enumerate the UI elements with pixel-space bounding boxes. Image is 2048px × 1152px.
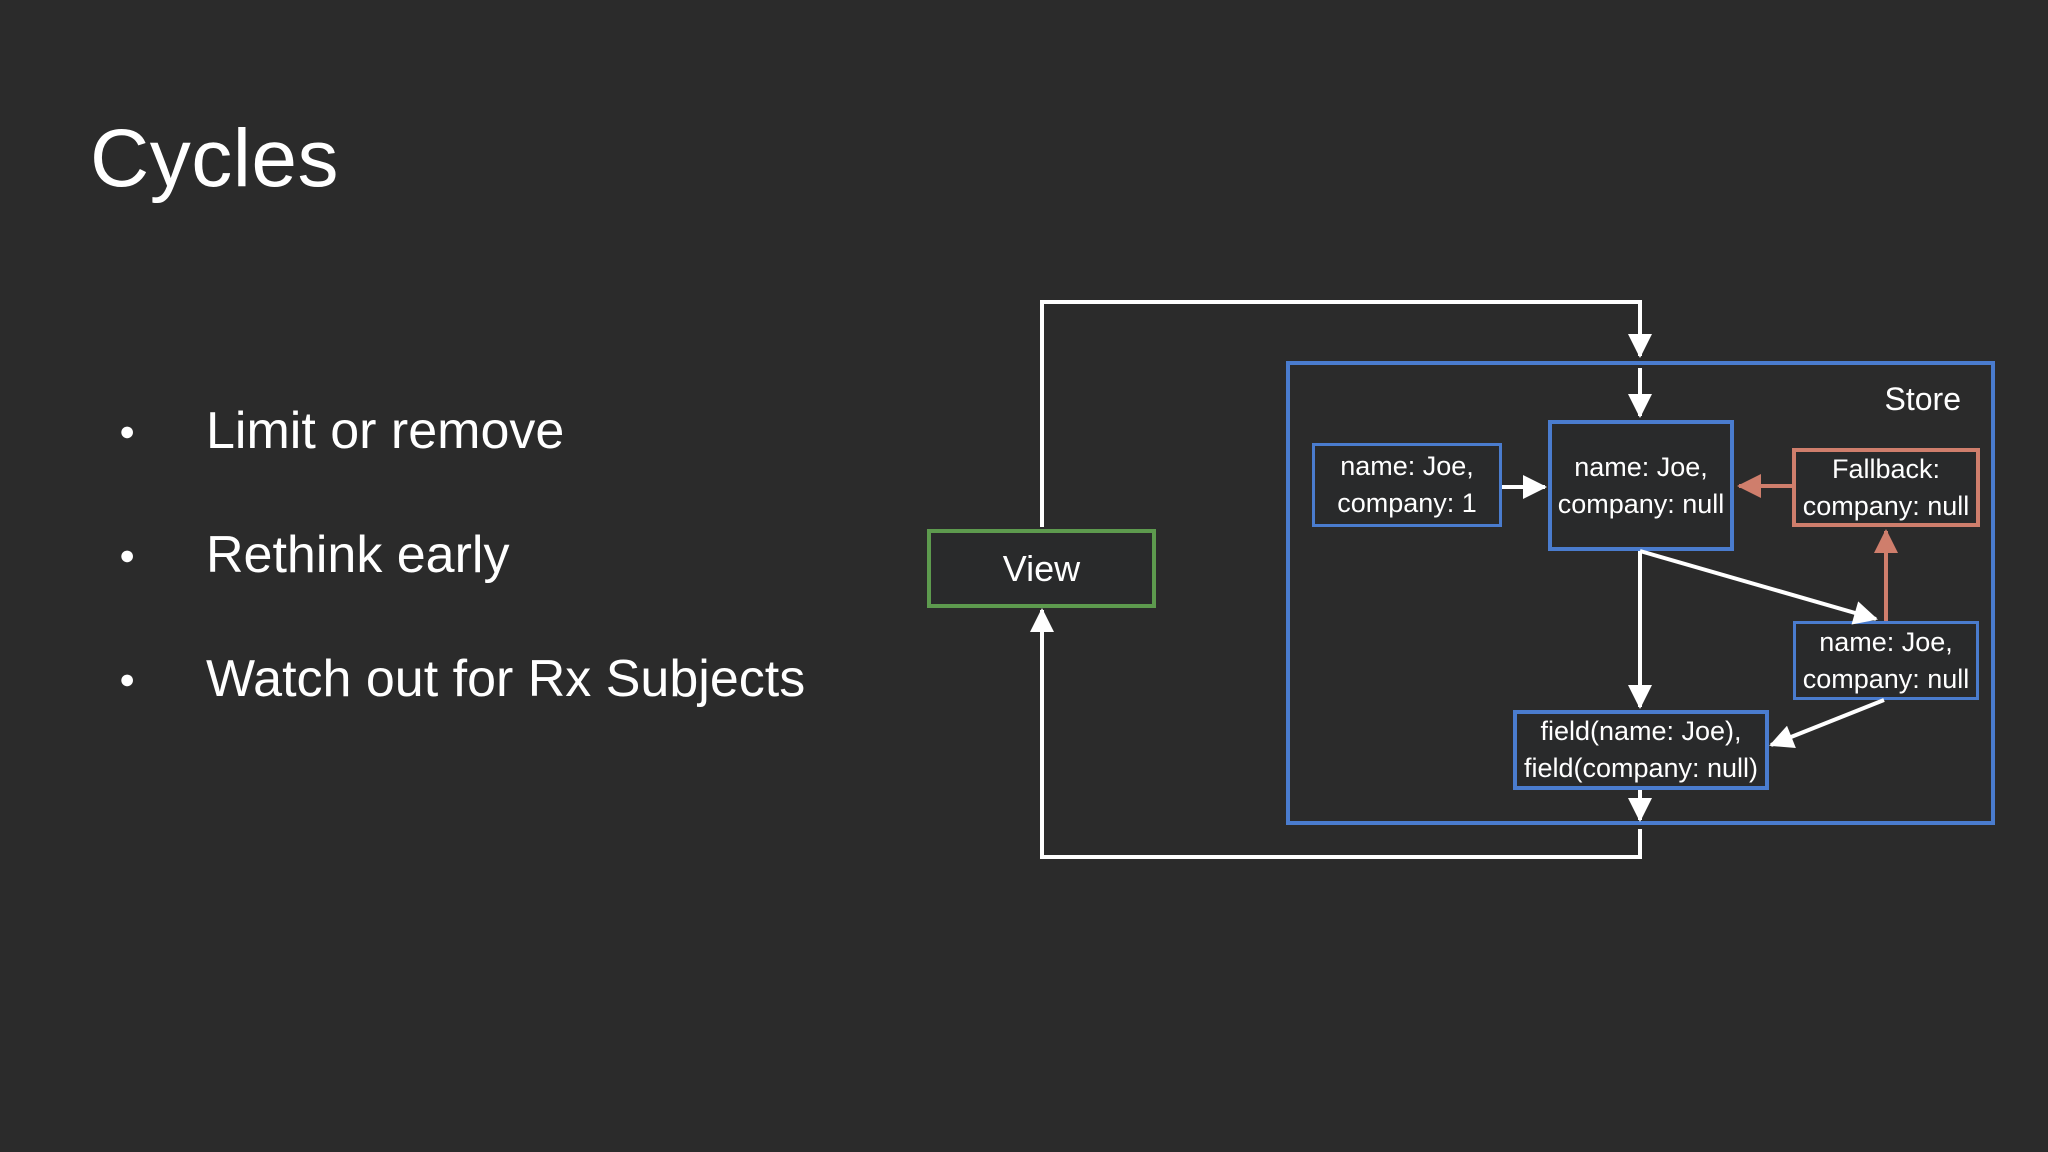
store-label: Store (1884, 381, 1961, 417)
node-snapshot-state: name: Joe, company: null (1793, 621, 1979, 700)
node-fallback: Fallback: company: null (1792, 448, 1980, 527)
bullet-icon: ● (119, 663, 136, 694)
node-current-state: name: Joe, company: null (1548, 420, 1734, 551)
node-label: name: Joe, company: null (1557, 451, 1725, 519)
node-input-state: name: Joe, company: 1 (1312, 443, 1502, 527)
view-node: View (927, 529, 1156, 608)
node-label: name: Joe, company: 1 (1337, 451, 1477, 518)
view-label: View (1002, 548, 1081, 589)
list-item: ● Watch out for Rx Subjects (116, 648, 805, 710)
bullet-text: Limit or remove (206, 402, 565, 460)
bullet-icon: ● (119, 415, 136, 446)
bullet-list: ● Limit or remove ● Rethink early ● Watc… (116, 400, 805, 772)
list-item: ● Limit or remove (116, 400, 805, 462)
bullet-text: Rethink early (206, 526, 510, 584)
node-label: name: Joe, company: null (1802, 626, 1970, 694)
bullet-icon: ● (119, 539, 136, 570)
node-fields: field(name: Joe), field(company: null) (1513, 710, 1769, 790)
page-title: Cycles (90, 113, 340, 204)
node-label: Fallback: company: null (1802, 453, 1970, 521)
bullet-text: Watch out for Rx Subjects (206, 650, 806, 708)
list-item: ● Rethink early (116, 524, 805, 586)
node-label: field(name: Joe), field(company: null) (1523, 716, 1759, 783)
